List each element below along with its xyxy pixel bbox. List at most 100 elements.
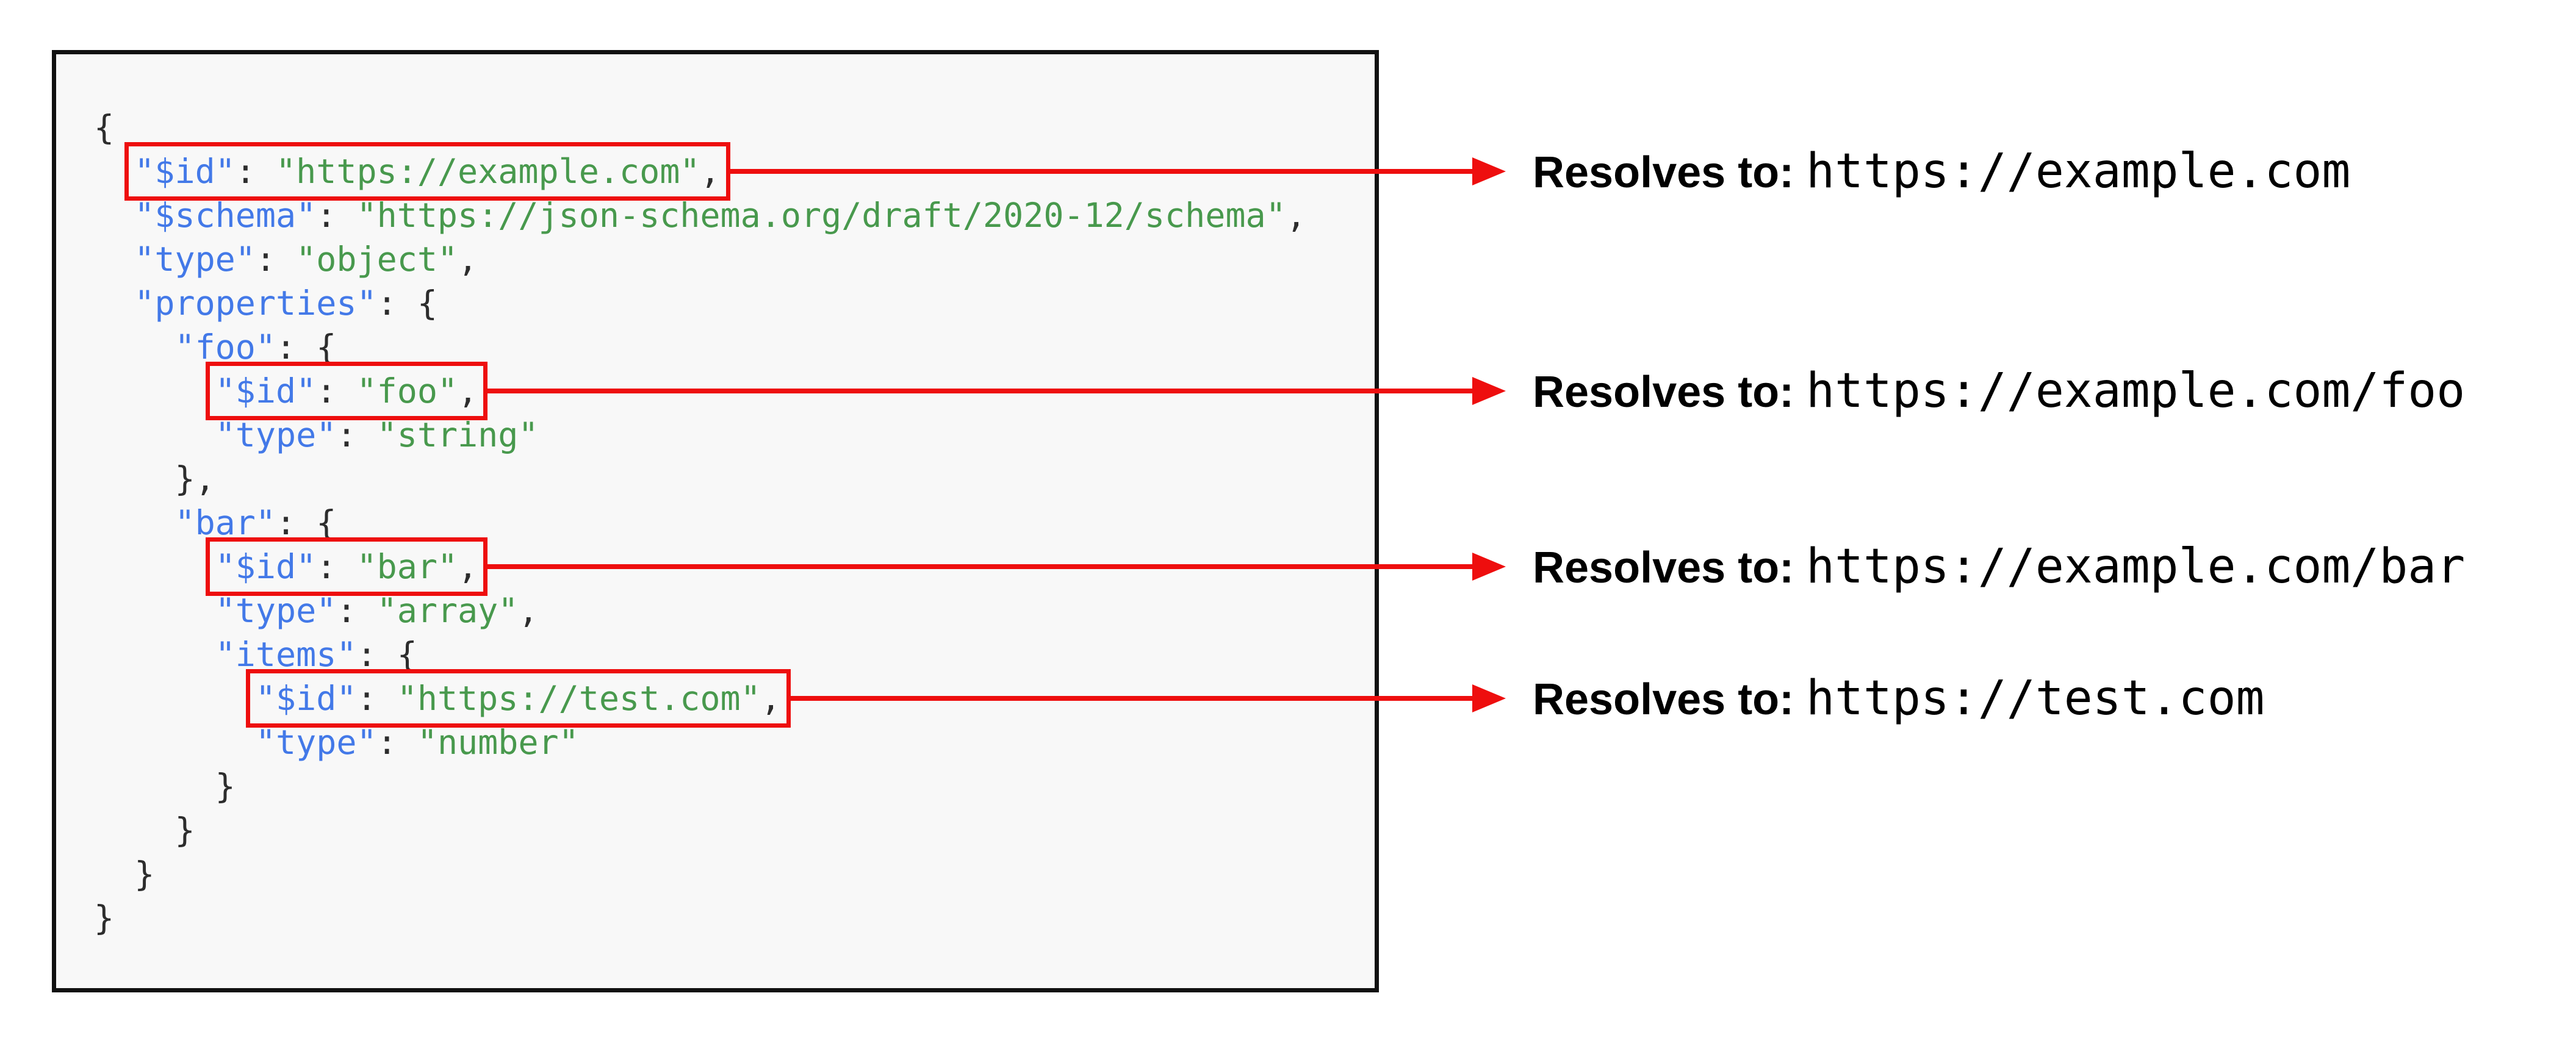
code-token: ,	[458, 371, 478, 410]
code-token: ,	[760, 679, 781, 718]
code-line: }	[94, 852, 1356, 896]
code-token: "https://test.com"	[397, 679, 761, 718]
code-token: ,	[458, 240, 478, 279]
code-token: :	[336, 415, 377, 454]
code-token: :	[316, 196, 357, 235]
code-token	[94, 503, 174, 542]
code-token: ,	[1286, 196, 1306, 235]
code-line: "type": "number"	[94, 720, 1356, 764]
id-highlight-box: "$id": "foo",	[205, 362, 488, 420]
code-line: "type": "array",	[94, 589, 1356, 633]
code-line: "$id": "bar",	[94, 537, 1356, 596]
code-line: "$id": "https://test.com",	[94, 669, 1356, 728]
resolve-annotation: Resolves to: https://example.com/bar	[1533, 539, 2465, 594]
code-token: "$schema"	[134, 196, 317, 235]
resolve-annotation: Resolves to: https://example.com	[1533, 144, 2350, 199]
code-token: :	[255, 240, 297, 279]
code-token: "array"	[376, 591, 519, 630]
code-token: },	[94, 459, 215, 498]
code-token	[94, 371, 215, 410]
code-token: "$id"	[255, 679, 357, 718]
code-token: "type"	[215, 415, 337, 454]
id-highlight-box: "$id": "https://test.com",	[245, 669, 791, 728]
code-token: {	[94, 108, 115, 147]
code-line: "$id": "https://example.com",	[94, 142, 1356, 201]
code-token: "number"	[417, 723, 579, 762]
code-token: :	[376, 723, 417, 762]
code-token	[94, 591, 215, 630]
code-token: :	[235, 152, 276, 191]
json-code: { "$id": "https://example.com", "$schema…	[56, 54, 1375, 988]
code-token: "https://example.com"	[276, 152, 700, 191]
code-token: "properties"	[134, 284, 377, 323]
code-token: ,	[458, 547, 478, 586]
code-token: "foo"	[174, 328, 276, 367]
code-token: }	[94, 767, 236, 806]
id-highlight-box: "$id": "bar",	[205, 537, 488, 596]
code-token: "type"	[215, 591, 337, 630]
code-token	[94, 240, 134, 279]
resolved-url: https://test.com	[1806, 671, 2265, 726]
code-token: "items"	[215, 635, 357, 674]
code-line: },	[94, 457, 1356, 501]
code-token: "$id"	[134, 152, 236, 191]
code-token: "type"	[134, 240, 256, 279]
code-line: "properties": {	[94, 281, 1356, 325]
code-line: "bar": {	[94, 501, 1356, 545]
code-token: "$id"	[215, 547, 317, 586]
code-line: }	[94, 896, 1356, 940]
code-line: "$schema": "https://json-schema.org/draf…	[94, 193, 1356, 237]
resolve-arrow-head	[1472, 684, 1506, 712]
resolve-arrow-head	[1472, 157, 1506, 185]
code-token: :	[356, 679, 397, 718]
code-token: :	[316, 371, 357, 410]
code-token: ,	[700, 152, 721, 191]
resolve-arrow-line	[730, 169, 1475, 174]
resolves-to-label: Resolves to:	[1533, 675, 1794, 724]
code-token	[94, 152, 134, 191]
code-line: }	[94, 808, 1356, 852]
code-token	[94, 328, 174, 367]
code-token: }	[94, 811, 195, 850]
resolve-arrow-head	[1472, 377, 1506, 405]
code-token: : {	[376, 284, 437, 323]
code-token: "object"	[296, 240, 458, 279]
id-highlight-box: "$id": "https://example.com",	[124, 142, 730, 201]
code-token: : {	[276, 328, 337, 367]
code-token: "$id"	[215, 371, 317, 410]
code-line: "items": {	[94, 633, 1356, 676]
code-line: "type": "string"	[94, 413, 1356, 457]
code-token: "type"	[255, 723, 377, 762]
code-token: : {	[356, 635, 417, 674]
code-line: {	[94, 106, 1356, 149]
resolved-url: https://example.com/foo	[1806, 364, 2466, 418]
code-token: "string"	[376, 415, 539, 454]
resolve-arrow-head	[1472, 553, 1506, 581]
resolve-arrow-line	[790, 696, 1475, 701]
resolved-url: https://example.com/bar	[1806, 539, 2466, 594]
code-line: "type": "object",	[94, 237, 1356, 281]
code-block: { "$id": "https://example.com", "$schema…	[52, 50, 1379, 992]
code-token	[94, 679, 256, 718]
code-line: "foo": {	[94, 325, 1356, 369]
code-token: }	[94, 898, 115, 937]
code-token	[94, 723, 256, 762]
code-token	[94, 415, 215, 454]
code-token: : {	[276, 503, 337, 542]
code-line: "$id": "foo",	[94, 362, 1356, 420]
resolve-annotation: Resolves to: https://example.com/foo	[1533, 364, 2465, 418]
code-token	[94, 196, 134, 235]
code-token: :	[336, 591, 377, 630]
code-token: "bar"	[356, 547, 458, 586]
code-token: "bar"	[174, 503, 276, 542]
code-token: }	[94, 855, 155, 894]
code-token	[94, 547, 215, 586]
code-line: }	[94, 764, 1356, 808]
code-token: "foo"	[356, 371, 458, 410]
resolve-arrow-line	[487, 389, 1475, 393]
resolves-to-label: Resolves to:	[1533, 368, 1794, 417]
code-token: :	[316, 547, 357, 586]
code-token: "https://json-schema.org/draft/2020-12/s…	[356, 196, 1286, 235]
resolved-url: https://example.com	[1806, 144, 2351, 199]
